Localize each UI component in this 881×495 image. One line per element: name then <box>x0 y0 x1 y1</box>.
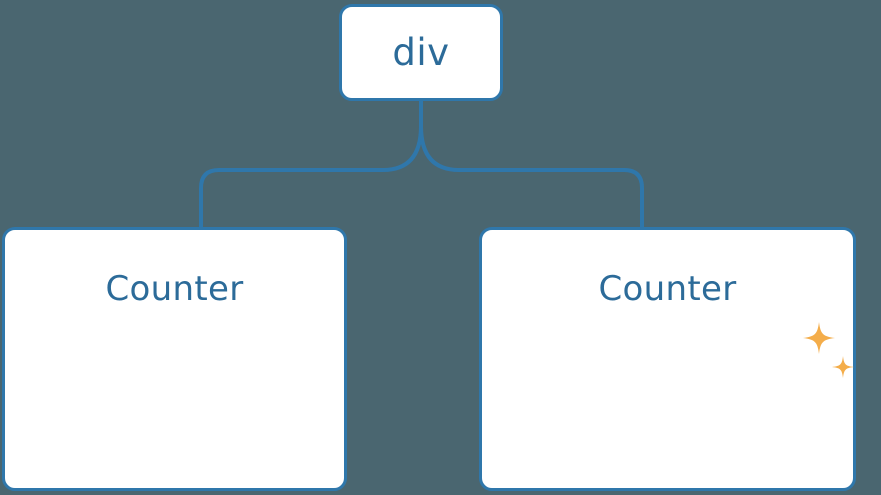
counter-right-title: Counter <box>598 269 737 309</box>
sparkle-small-icon <box>832 356 854 378</box>
root-node-label: div <box>392 31 450 74</box>
sparkles-icon <box>803 322 854 378</box>
sparkle-large-icon <box>803 322 835 354</box>
connector-to-left-child <box>199 99 423 229</box>
counter-left-title: Counter <box>105 269 244 309</box>
tree-node-counter-right[interactable]: Counter <box>479 227 856 491</box>
tree-node-root[interactable]: div <box>339 4 503 101</box>
tree-node-counter-left[interactable]: Counter <box>2 227 347 491</box>
connector-to-right-child <box>419 99 644 229</box>
